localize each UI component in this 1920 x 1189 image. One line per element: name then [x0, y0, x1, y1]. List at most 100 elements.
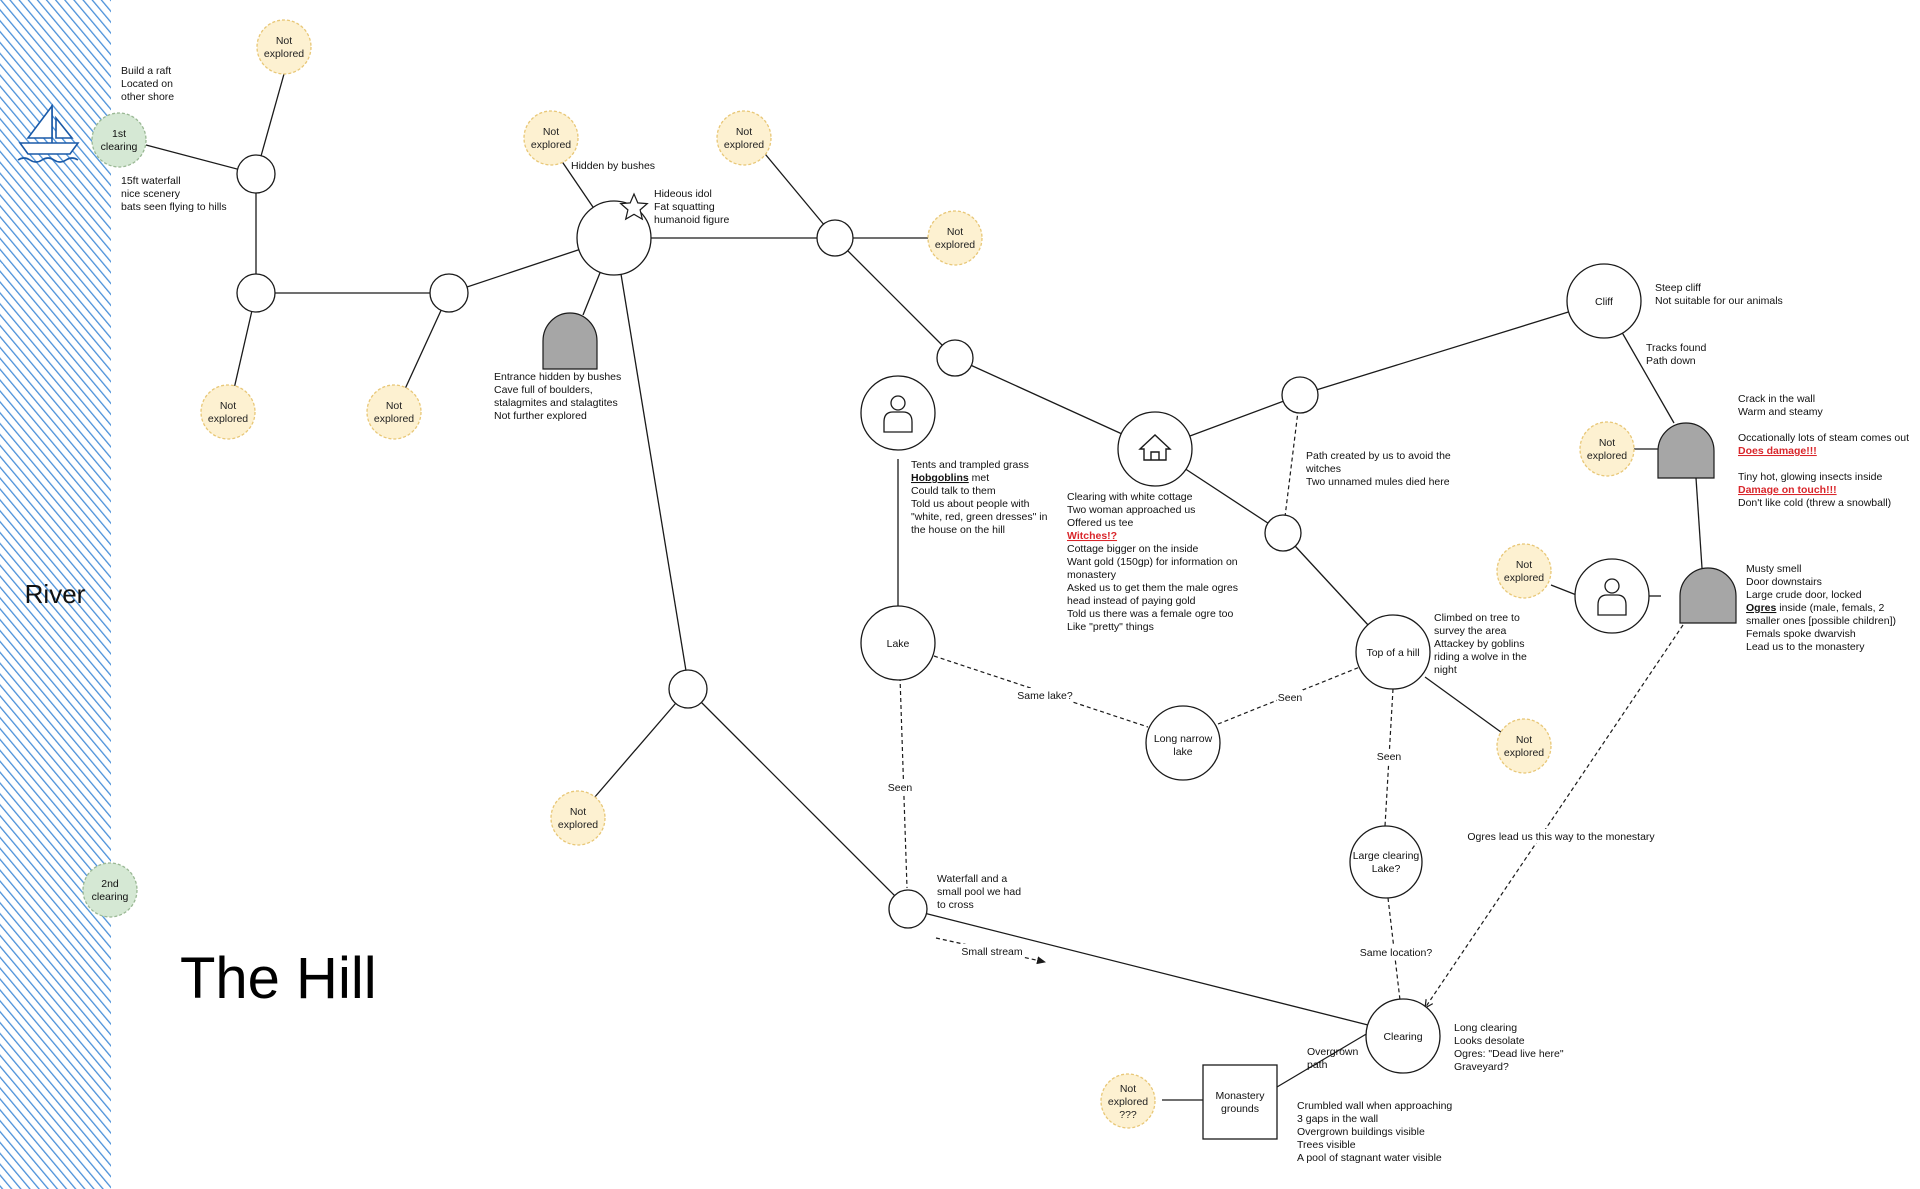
hobgoblin-camp-node[interactable] — [860, 375, 936, 451]
junctions — [236, 154, 1319, 929]
edge-labels: Same lake? Seen Seen Seen Same location?… — [887, 688, 1655, 959]
monastery-node[interactable]: Monastery grounds — [1202, 1064, 1278, 1140]
steam-crack-cave-icon[interactable] — [1657, 422, 1715, 479]
junction-node[interactable] — [236, 154, 276, 194]
not-explored-label: explored — [935, 239, 975, 251]
note-line: Not further explored — [494, 410, 587, 422]
first-clearing-label-1: 1st — [112, 128, 126, 140]
cottage-node[interactable] — [1117, 411, 1193, 487]
top-of-hill-node[interactable]: Top of a hill — [1355, 614, 1431, 690]
note-cottage: Clearing with white cottage Two woman ap… — [1067, 491, 1238, 633]
note-damage-warning: Does damage!!! — [1738, 445, 1817, 457]
note-line: Climbed on tree to — [1434, 612, 1520, 624]
junction-node[interactable] — [429, 273, 469, 313]
not-explored-node[interactable]: Not explored — [256, 19, 312, 75]
note-line: Build a raft — [121, 65, 171, 77]
note-line: Don't like cold (threw a snowball) — [1738, 497, 1891, 509]
not-explored-node[interactable]: Not explored — [927, 210, 983, 266]
clearing-label: Clearing — [1383, 1031, 1422, 1043]
note-line: other shore — [121, 91, 174, 103]
large-clearing-node[interactable]: Large clearing Lake? — [1349, 825, 1423, 899]
not-explored-node[interactable]: Not explored ??? — [1100, 1073, 1156, 1129]
not-explored-label: explored — [1504, 747, 1544, 759]
note-crumbled-wall: Crumbled wall when approaching 3 gaps in… — [1297, 1100, 1452, 1164]
sailboat-icon — [17, 103, 80, 163]
lake-node[interactable]: Lake — [860, 605, 936, 681]
edge-label-seen: Seen — [1377, 751, 1402, 763]
clearing-node[interactable]: Clearing — [1365, 998, 1441, 1074]
edge-label-same-lake: Same lake? — [1017, 690, 1073, 702]
note-line: survey the area — [1434, 625, 1507, 637]
note-line: to cross — [937, 899, 974, 911]
note-line: Crumbled wall when approaching — [1297, 1100, 1452, 1112]
path-edge — [834, 237, 956, 359]
junction-node[interactable] — [1264, 514, 1302, 552]
dashed-path — [1384, 688, 1394, 827]
junction-node[interactable] — [816, 219, 854, 257]
second-clearing-label-2: clearing — [92, 891, 129, 903]
not-explored-node[interactable]: Not explored — [200, 384, 256, 440]
not-explored-node[interactable]: Not explored — [523, 110, 579, 166]
ogre-cave-icon[interactable] — [1679, 567, 1737, 624]
star-icon — [619, 192, 649, 221]
junction-node[interactable] — [1281, 376, 1319, 414]
note-line: Hideous idol — [654, 188, 712, 200]
note-line: Lead us to the monastery — [1746, 641, 1865, 653]
note-line: Overgrown buildings visible — [1297, 1126, 1425, 1138]
top-of-hill-label: Top of a hill — [1366, 647, 1419, 659]
not-explored-label: explored — [264, 48, 304, 60]
first-clearing-node[interactable]: 1st clearing — [91, 112, 147, 168]
person-icon — [1597, 578, 1627, 616]
not-explored-label: Not — [570, 806, 586, 818]
note-line: Not suitable for our animals — [1655, 295, 1783, 307]
second-clearing-node[interactable]: 2nd clearing — [82, 862, 138, 918]
note-ogre-cave: Musty smell Door downstairs Large crude … — [1746, 563, 1896, 653]
not-explored-label: explored — [1587, 450, 1627, 462]
note-line: Tiny hot, glowing insects inside — [1738, 471, 1883, 483]
house-icon — [1138, 434, 1172, 461]
cave-entrance-icon[interactable] — [542, 312, 598, 370]
note-overgrown-path: Overgrown path — [1307, 1046, 1359, 1071]
note-line: Tracks found — [1646, 342, 1706, 354]
junction-node[interactable] — [668, 669, 708, 709]
note-line: the house on the hill — [911, 524, 1005, 536]
note-line: 15ft waterfall — [121, 175, 181, 187]
not-explored-node[interactable]: Not explored — [550, 790, 606, 846]
note-line: small pool we had — [937, 886, 1021, 898]
note-line: Clearing with white cottage — [1067, 491, 1193, 503]
cliff-node[interactable]: Cliff — [1566, 263, 1642, 339]
note-line: Large crude door, locked — [1746, 589, 1862, 601]
ogre-camp-node[interactable] — [1574, 558, 1650, 634]
note-waterfall-pool: Waterfall and a small pool we had to cro… — [937, 873, 1021, 911]
long-narrow-lake-node[interactable]: Long narrow lake — [1145, 705, 1221, 781]
not-explored-label: Not — [276, 35, 292, 47]
note-line: Told us there was a female ogre too — [1067, 608, 1234, 620]
note-line: Waterfall and a — [937, 873, 1007, 885]
note-line: smaller ones [possible children]) — [1746, 615, 1896, 627]
river — [0, 0, 111, 1189]
not-explored-node[interactable]: Not explored — [1579, 421, 1635, 477]
note-line: Entrance hidden by bushes — [494, 371, 621, 383]
path-edge — [907, 908, 1369, 1026]
not-explored-node[interactable]: Not explored — [366, 384, 422, 440]
not-explored-label: Not — [1516, 734, 1532, 746]
note-line: Ogres: "Dead live here" — [1454, 1048, 1564, 1060]
junction-node[interactable] — [936, 339, 974, 377]
note-cave-entrance: Entrance hidden by bushes Cave full of b… — [494, 371, 621, 422]
not-explored-label: explored — [208, 413, 248, 425]
small-stream-arrow — [935, 937, 1046, 965]
not-explored-node[interactable]: Not explored — [716, 110, 772, 166]
junction-node[interactable] — [236, 273, 276, 313]
not-explored-node[interactable]: Not explored — [1496, 718, 1552, 774]
junction-node[interactable] — [888, 889, 928, 929]
idol-clearing-node[interactable] — [576, 200, 652, 276]
note-hidden-by-bushes: Hidden by bushes — [571, 160, 655, 172]
not-explored-label: explored — [531, 139, 571, 151]
large-clearing-label-1: Large clearing — [1353, 850, 1420, 862]
note-line: A pool of stagnant water visible — [1297, 1152, 1442, 1164]
not-explored-nodes: Not explored Not explored Not explored N… — [200, 19, 1635, 1129]
not-explored-node[interactable]: Not explored — [1496, 543, 1552, 599]
note-long-clearing: Long clearing Looks desolate Ogres: "Dea… — [1454, 1022, 1564, 1073]
